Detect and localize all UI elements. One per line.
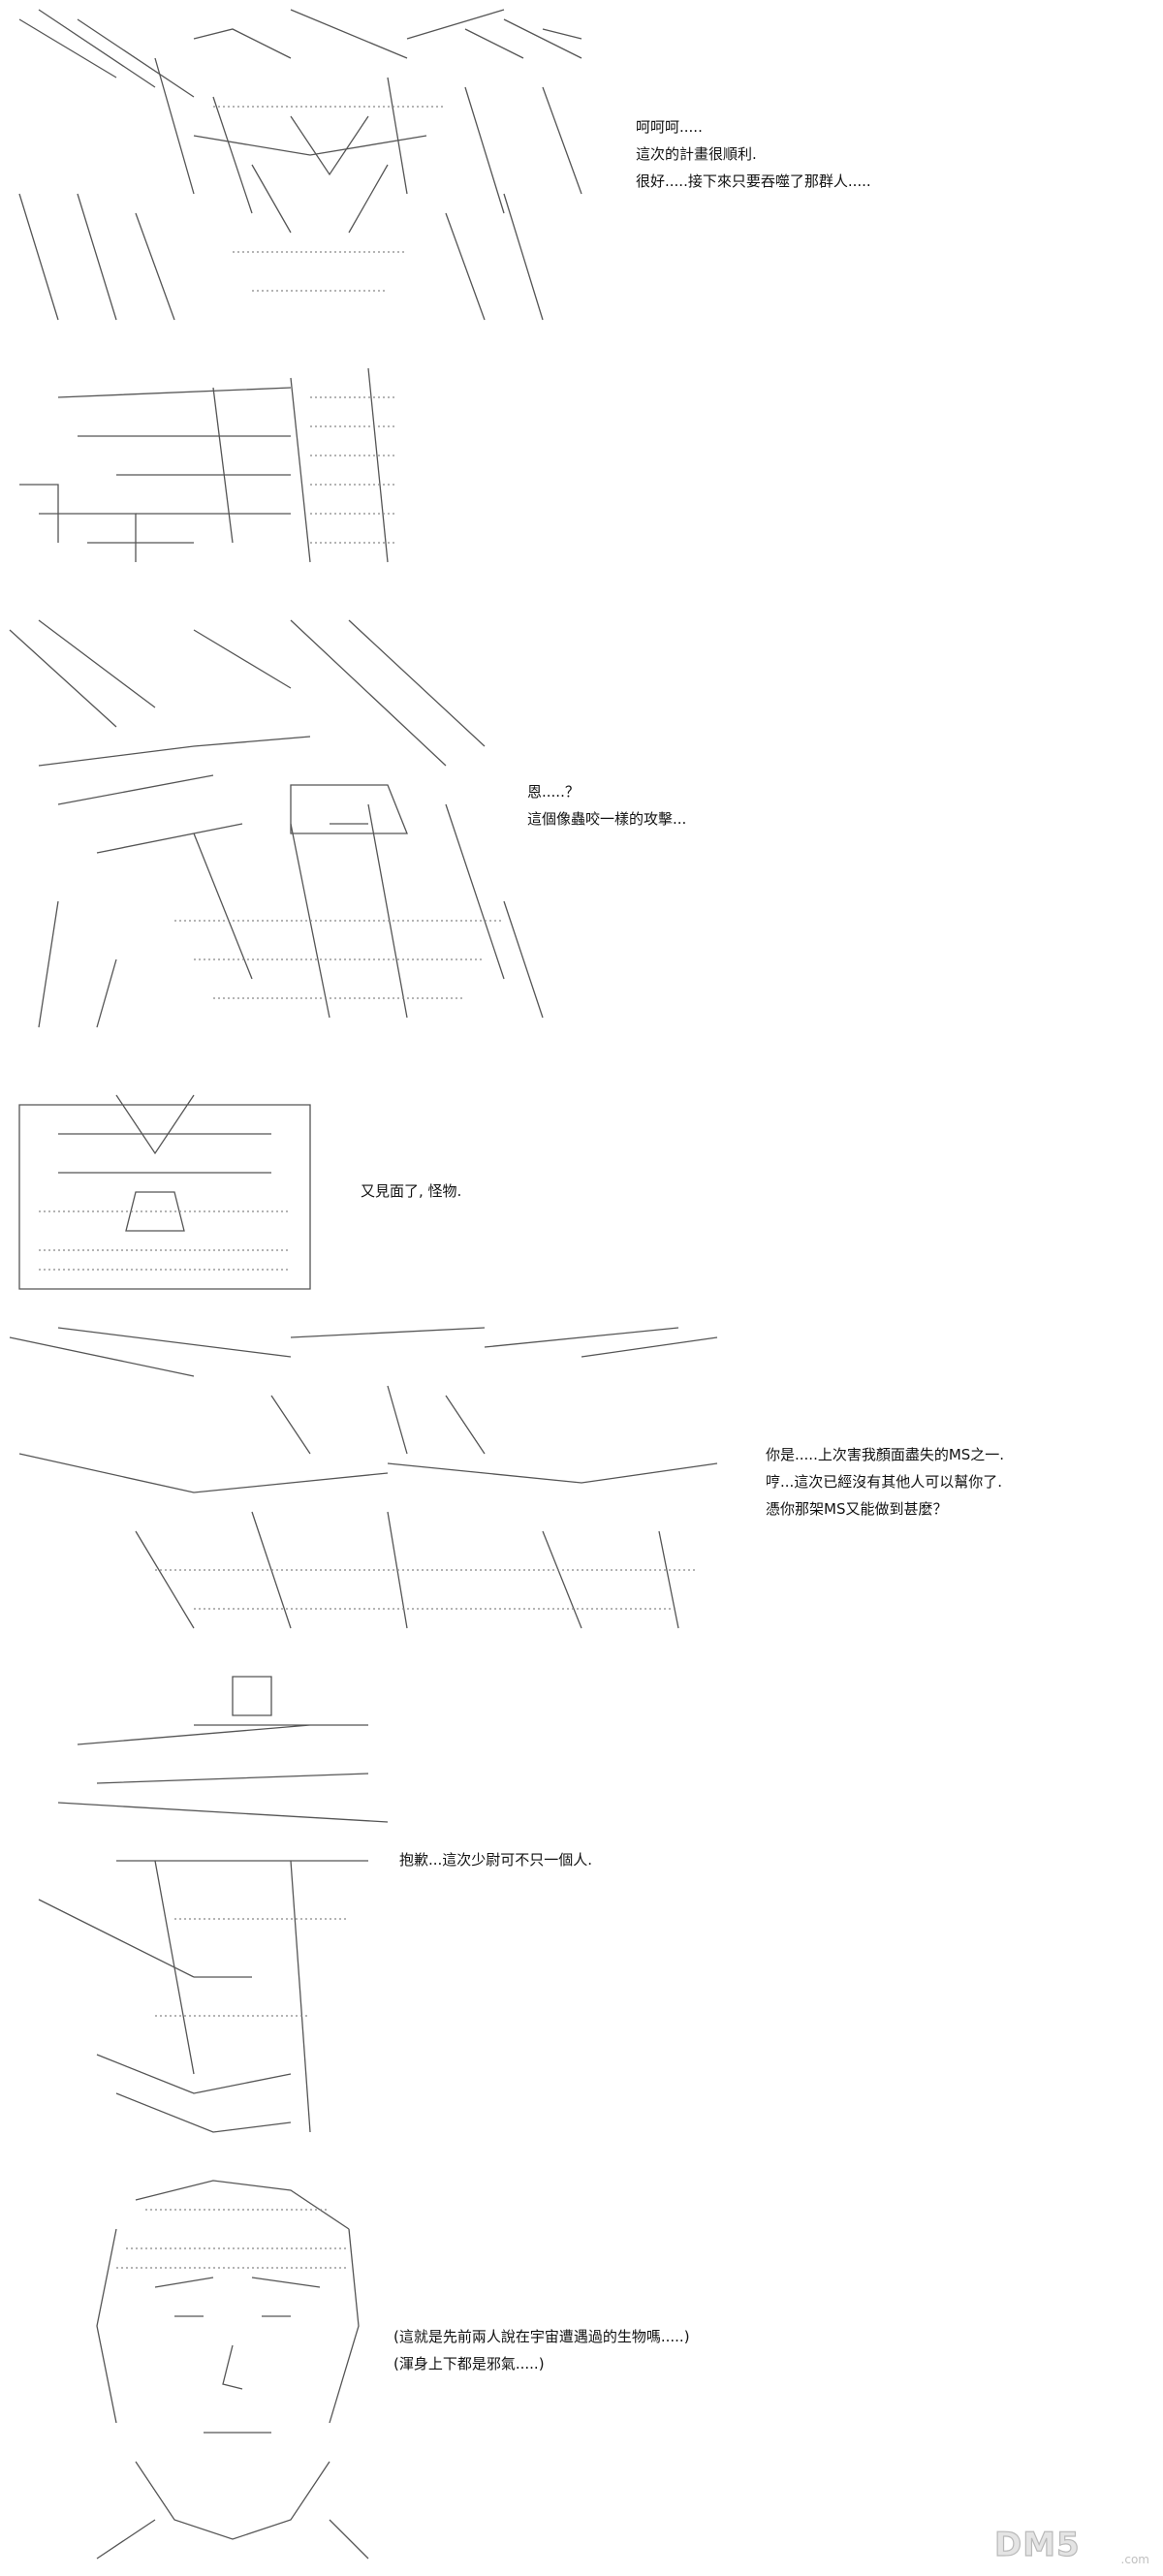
dialogue-line: 憑你那架MS又能做到甚麼？: [766, 1500, 948, 1518]
dialogue-line: 抱歉...這次少尉可不只一個人.: [399, 1851, 593, 1869]
dialogue-line: 恩.....？: [527, 783, 580, 801]
dialogue-line: (這就是先前兩人說在宇宙遭遇過的生物嗎.....): [393, 2328, 690, 2345]
dialogue-line: 哼...這次已經沒有其他人可以幫你了.: [766, 1473, 1003, 1491]
dialogue-panel-3: 恩.....？ 這個像蟲咬一樣的攻擊...: [527, 779, 686, 833]
panel-7: (這就是先前兩人說在宇宙遭遇過的生物嗎.....) (渾身上下都是邪氣.....…: [0, 2171, 1163, 2568]
dm5-logo: DM5 .com: [993, 2524, 1149, 2566]
ascii-art-mobile-suit: [38, 1676, 389, 2133]
ascii-art-pilot: [18, 1094, 311, 1290]
dialogue-panel-5: 你是.....上次害我顏面盡失的MS之一. 哼...這次已經沒有其他人可以幫你了…: [766, 1442, 1004, 1524]
panel-3: 恩.....？ 這個像蟲咬一樣的攻擊...: [0, 611, 1163, 1056]
dialogue-line: 很好.....接下來只要吞噬了那群人.....: [636, 173, 871, 190]
ascii-art-ship: [19, 367, 397, 563]
dialogue-panel-1: 呵呵呵..... 這次的計畫很順利. 很好.....接下來只要吞噬了那群人...…: [636, 114, 871, 196]
panel-6: 抱歉...這次少尉可不只一個人.: [0, 1667, 1163, 2171]
dialogue-panel-4: 又見面了, 怪物.: [361, 1178, 461, 1206]
logo-text: DM5: [993, 2525, 1081, 2564]
dialogue-line: (渾身上下都是邪氣.....): [393, 2355, 545, 2372]
ascii-art-face: [96, 2180, 369, 2560]
dialogue-line: 呵呵呵.....: [636, 118, 703, 136]
panel-5: 你是.....上次害我顏面盡失的MS之一. 哼...這次已經沒有其他人可以幫你了…: [0, 1318, 1163, 1648]
dialogue-line: 又見面了, 怪物.: [361, 1182, 462, 1200]
panel-2: [0, 349, 1163, 601]
panel-4: 又見面了, 怪物.: [0, 1076, 1163, 1308]
dialogue-line: 你是.....上次害我顏面盡失的MS之一.: [766, 1446, 1005, 1463]
dialogue-line: 這次的計畫很順利.: [636, 145, 757, 163]
dialogue-panel-7: (這就是先前兩人說在宇宙遭遇過的生物嗎.....) (渾身上下都是邪氣.....…: [393, 2324, 690, 2378]
dialogue-line: 這個像蟲咬一樣的攻擊...: [527, 810, 687, 828]
ascii-art-monster-2: [9, 619, 544, 1028]
ascii-art-monster-1: [18, 9, 582, 321]
dialogue-panel-6: 抱歉...這次少尉可不只一個人.: [399, 1847, 592, 1874]
logo-domain: .com: [1120, 2553, 1149, 2566]
panel-1: 呵呵呵..... 這次的計畫很順利. 很好.....接下來只要吞噬了那群人...…: [0, 0, 1163, 330]
ascii-art-monster-3: [9, 1327, 718, 1629]
